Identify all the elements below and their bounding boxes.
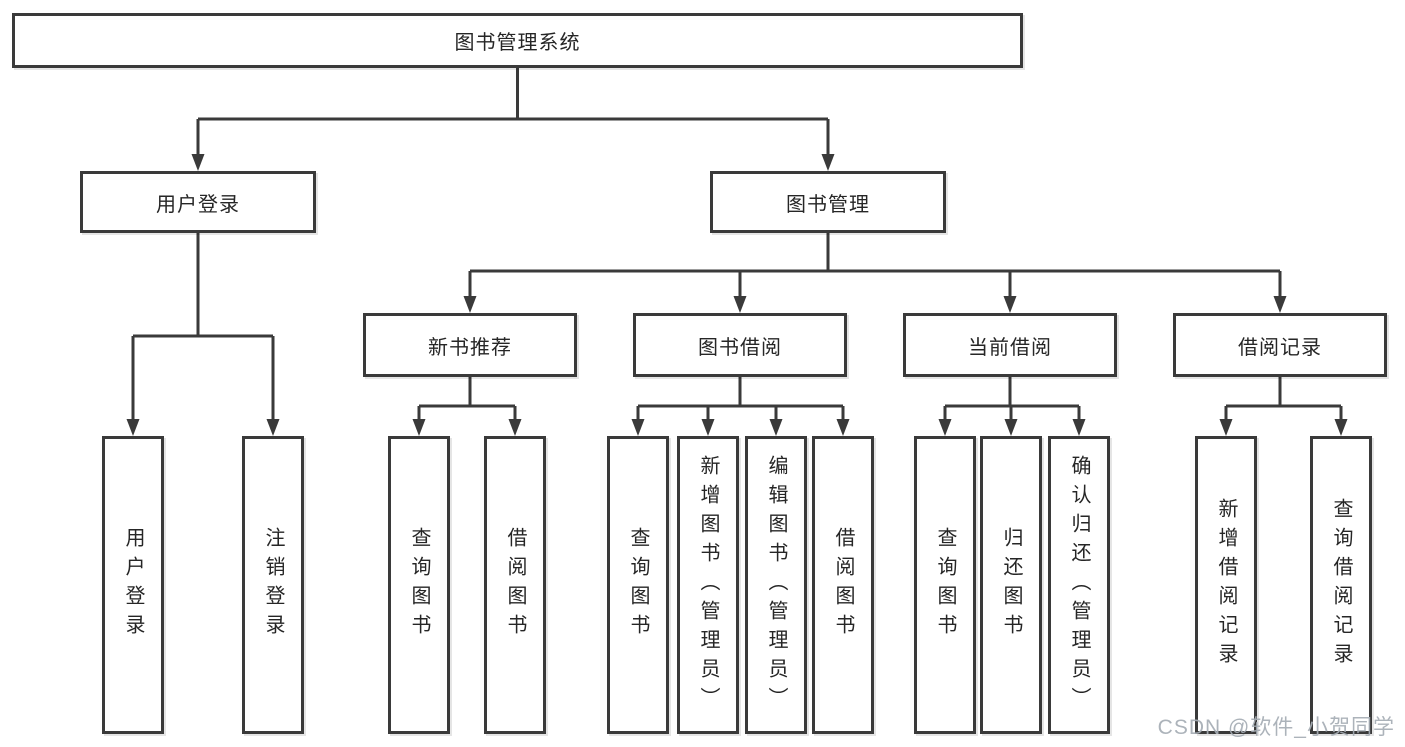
node-user-login-branch: 用户登录: [80, 171, 316, 233]
node-user-login-branch-label: 用户登录: [156, 193, 240, 216]
node-root: 图书管理系统: [12, 13, 1023, 68]
leaf-user-login: 用户登录: [102, 436, 164, 734]
leaf-logout: 注销登录: [242, 436, 304, 734]
node-new-book-recommend-label: 新书推荐: [428, 336, 512, 359]
node-book-management: 图书管理: [710, 171, 946, 233]
leaf-add-book-admin: 新增图书（管理员）: [677, 436, 739, 734]
node-book-borrowing: 图书借阅: [633, 313, 847, 377]
leaf-query-books-recommend-label: 查询图书: [408, 527, 430, 643]
leaf-borrow-books-recommend: 借阅图书: [484, 436, 546, 734]
node-borrowing-records-label: 借阅记录: [1238, 336, 1322, 359]
node-new-book-recommend: 新书推荐: [363, 313, 577, 377]
leaf-logout-label: 注销登录: [262, 527, 284, 643]
leaf-edit-book-admin-label: 编辑图书（管理员）: [765, 454, 787, 716]
leaf-confirm-return-admin: 确认归还（管理员）: [1048, 436, 1110, 734]
leaf-query-books-borrowing: 查询图书: [607, 436, 669, 734]
leaf-borrow-books-recommend-label: 借阅图书: [504, 527, 526, 643]
leaf-query-borrow-record-label: 查询借阅记录: [1330, 498, 1352, 672]
node-book-borrowing-label: 图书借阅: [698, 336, 782, 359]
leaf-borrow-books-label: 借阅图书: [832, 527, 854, 643]
leaf-query-borrow-record: 查询借阅记录: [1310, 436, 1372, 734]
node-root-label: 图书管理系统: [454, 32, 581, 54]
leaf-add-borrow-record-label: 新增借阅记录: [1215, 498, 1237, 672]
leaf-add-book-admin-label: 新增图书（管理员）: [697, 454, 719, 716]
leaf-edit-book-admin: 编辑图书（管理员）: [745, 436, 807, 734]
leaf-return-books: 归还图书: [980, 436, 1042, 734]
node-book-management-label: 图书管理: [786, 193, 870, 216]
leaf-confirm-return-admin-label: 确认归还（管理员）: [1068, 454, 1090, 716]
leaf-add-borrow-record: 新增借阅记录: [1195, 436, 1257, 734]
leaf-query-books-current-label: 查询图书: [934, 527, 956, 643]
arrowheads: [126, 154, 1348, 436]
leaf-return-books-label: 归还图书: [1000, 527, 1022, 643]
connector-stems: [131, 68, 1343, 421]
node-current-borrowing: 当前借阅: [903, 313, 1117, 377]
node-borrowing-records: 借阅记录: [1173, 313, 1387, 377]
leaf-user-login-label: 用户登录: [122, 527, 144, 643]
leaf-query-books-current: 查询图书: [914, 436, 976, 734]
leaf-query-books-borrowing-label: 查询图书: [627, 527, 649, 643]
leaf-borrow-books: 借阅图书: [812, 436, 874, 734]
watermark: CSDN @软件_小贺同学: [1157, 716, 1395, 739]
node-current-borrowing-label: 当前借阅: [968, 336, 1052, 359]
leaf-query-books-recommend: 查询图书: [388, 436, 450, 734]
